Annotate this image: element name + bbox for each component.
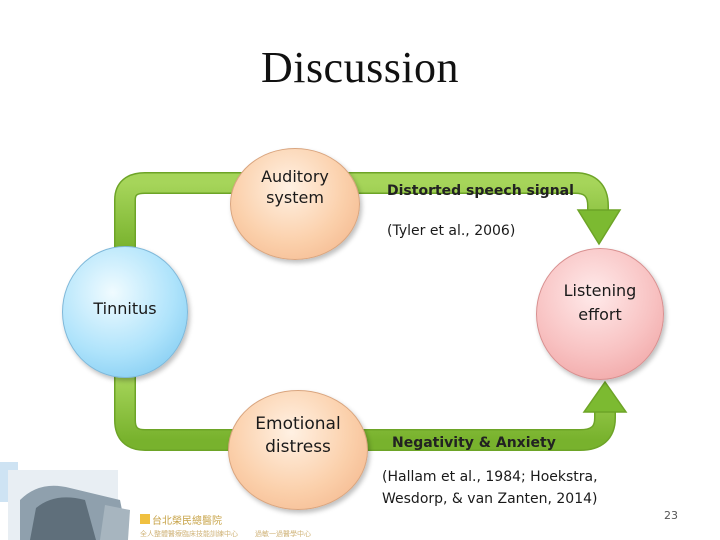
emotional-line1: Emotional — [255, 414, 341, 434]
auditory-line1: Auditory — [261, 167, 329, 186]
distorted-speech-label: Distorted speech signal — [387, 183, 574, 199]
logo-emblem-icon — [0, 462, 150, 540]
auditory-system-node: Auditory system — [230, 148, 360, 260]
negativity-anxiety-label: Negativity & Anxiety — [392, 435, 556, 451]
logo-subtitle-right: 過敏一過醫學中心 — [255, 530, 311, 538]
listening-line2: effort — [578, 305, 622, 324]
tinnitus-label: Tinnitus — [93, 298, 157, 318]
bottom-arrow-head — [582, 380, 628, 413]
logo-subtitle-left: 全人整體醫療臨床技能訓練中心 — [140, 530, 238, 538]
emotional-distress-node: Emotional distress — [228, 390, 368, 510]
tyler-citation: (Tyler et al., 2006) — [387, 223, 516, 239]
logo-name: 台北榮民總醫院 — [152, 516, 222, 527]
auditory-line2: system — [266, 188, 324, 207]
page-number: 23 — [664, 509, 678, 522]
top-arrow-head — [576, 209, 622, 246]
listening-effort-node: Listening effort — [536, 248, 664, 380]
hallam-citation: (Hallam et al., 1984; Hoekstra, Wesdorp,… — [382, 469, 598, 507]
slide-title: Discussion — [260, 43, 460, 92]
listening-line1: Listening — [563, 281, 637, 300]
bottom-cycle-arrow — [114, 376, 616, 451]
tinnitus-node: Tinnitus — [62, 246, 188, 378]
emotional-line2: distress — [265, 437, 331, 457]
